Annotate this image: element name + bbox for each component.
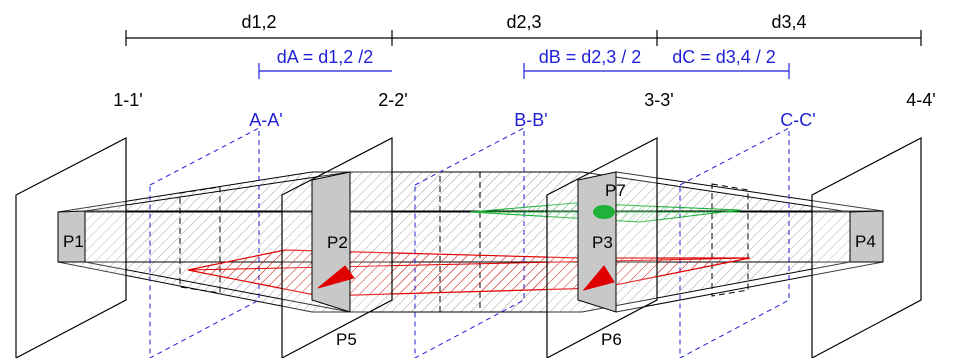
dimension-line-top bbox=[125, 30, 922, 46]
plane-1 bbox=[15, 137, 127, 358]
p6-marker bbox=[582, 265, 615, 291]
section-label-3: 3-3' bbox=[644, 90, 673, 110]
section-label-c: C-C' bbox=[780, 110, 815, 130]
dimension-line-half bbox=[258, 63, 790, 79]
p7-marker bbox=[593, 205, 615, 219]
plane-c bbox=[679, 127, 790, 358]
point-label-p4: P4 bbox=[855, 232, 876, 251]
dim-db: dB = d2,3 / 2 bbox=[539, 47, 642, 67]
point-label-p1: P1 bbox=[63, 232, 84, 251]
point-label-p5: P5 bbox=[336, 330, 357, 349]
dim-da: dA = d1,2 /2 bbox=[277, 47, 374, 67]
dim-d23: d2,3 bbox=[506, 12, 541, 32]
p5-marker bbox=[317, 265, 355, 289]
section-label-a: A-A' bbox=[249, 110, 282, 130]
point-label-p3: P3 bbox=[592, 233, 613, 252]
dim-dc: dC = d3,4 / 2 bbox=[672, 47, 776, 67]
plane-b bbox=[414, 127, 525, 358]
plane-a bbox=[149, 127, 260, 358]
plane-4 bbox=[811, 137, 922, 358]
dim-d34: d3,4 bbox=[771, 12, 806, 32]
section-label-b: B-B' bbox=[514, 110, 547, 130]
section-label-4: 4-4' bbox=[906, 90, 935, 110]
point-label-p2: P2 bbox=[327, 233, 348, 252]
point-label-p6: P6 bbox=[601, 330, 622, 349]
section-label-1: 1-1' bbox=[113, 90, 142, 110]
section-label-2: 2-2' bbox=[378, 90, 407, 110]
dim-d12: d1,2 bbox=[241, 12, 276, 32]
point-label-p7: P7 bbox=[605, 181, 626, 200]
